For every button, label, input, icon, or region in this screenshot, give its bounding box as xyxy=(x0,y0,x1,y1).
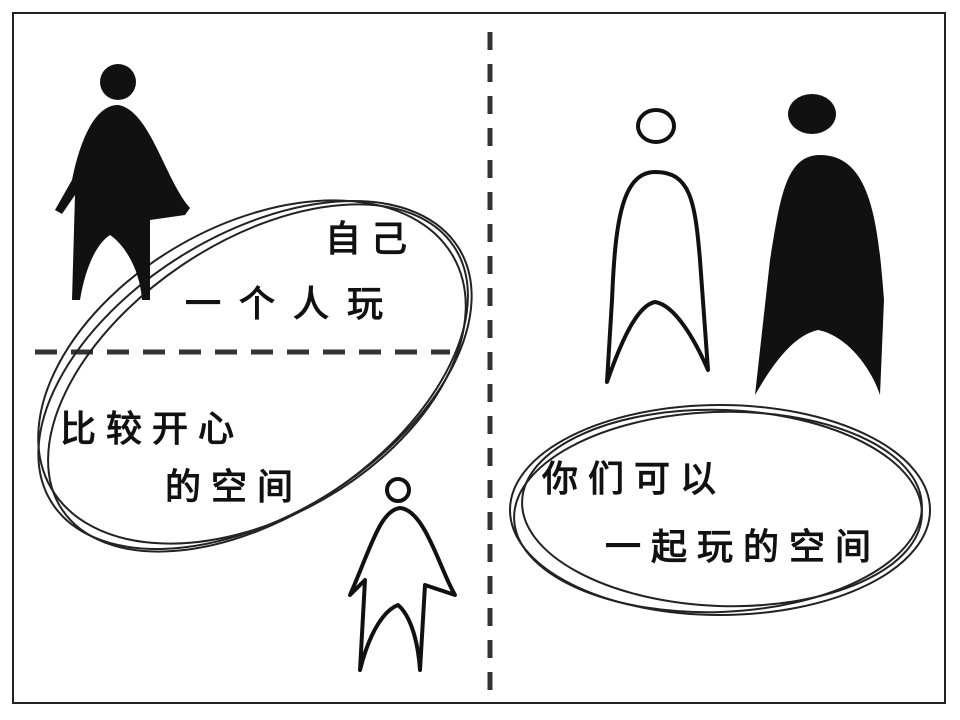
left-text-line-4: 的空间 xyxy=(165,467,304,508)
left-text-line-3: 比较开心 xyxy=(60,409,245,450)
black-person-figure-left xyxy=(55,64,190,300)
right-text-line-1: 你们可以 xyxy=(542,459,727,500)
illustration-frame xyxy=(12,12,946,704)
right-text-line-2: 一起玩的空间 xyxy=(605,527,882,568)
right-space-ellipse xyxy=(509,404,931,616)
white-person-figure-small xyxy=(348,477,457,672)
black-person-figure-right xyxy=(755,94,884,395)
left-space-ellipse xyxy=(37,199,473,553)
left-text-line-1: 自己 xyxy=(325,219,418,260)
left-text-line-2: 一个人玩 xyxy=(185,284,402,325)
white-person-figure-right xyxy=(605,108,710,384)
